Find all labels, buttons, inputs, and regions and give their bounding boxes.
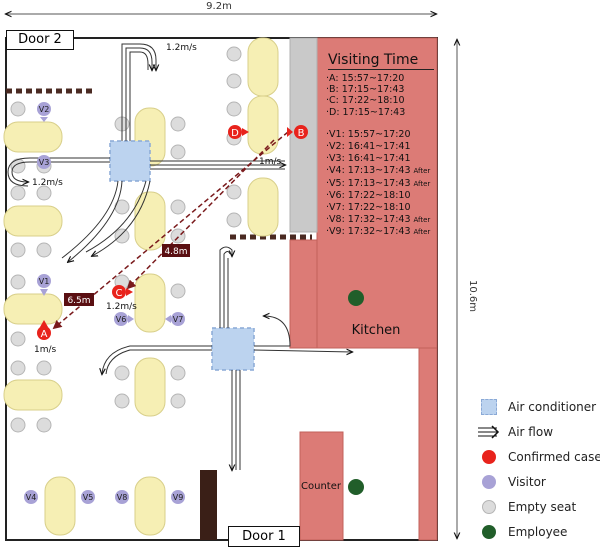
visiting-time-title: Visiting Time <box>328 52 434 70</box>
confirmed-case-d: D <box>228 125 249 139</box>
svg-text:B: B <box>298 128 305 139</box>
legend-visitor: Visitor <box>476 471 546 493</box>
svg-text:C: C <box>116 288 123 299</box>
visitor-v9: V9 <box>171 490 185 504</box>
air-flow-ac1 <box>7 43 285 262</box>
employees <box>348 290 364 495</box>
empty-seats <box>10 46 242 433</box>
employee-counter <box>348 479 364 495</box>
door-2[interactable]: Door 2 <box>6 30 74 50</box>
pillar <box>200 470 217 540</box>
kitchen-label: Kitchen <box>352 323 401 338</box>
visiting-time-a: ·A: 15:57~17:20 <box>326 73 405 84</box>
confirmed-case-icon <box>482 450 496 464</box>
svg-text:1.2m/s: 1.2m/s <box>166 43 197 53</box>
confirmed-case-c: C <box>112 285 133 299</box>
visitor-v2: V2 <box>37 102 51 122</box>
confirmed-case-b: B <box>287 125 308 139</box>
height-dimension: 10.6m <box>457 40 478 538</box>
door-1[interactable]: Door 1 <box>228 526 300 547</box>
svg-text:V9: V9 <box>173 493 184 502</box>
height-label: 10.6m <box>467 280 478 312</box>
legend-air-flow: Air flow <box>476 421 553 443</box>
tables <box>3 37 279 536</box>
svg-text:D: D <box>231 128 239 139</box>
svg-text:V3: V3 <box>39 158 50 167</box>
legend-air-conditioner: Air conditioner <box>476 396 596 418</box>
distance-label-2: 6.5m <box>64 293 94 306</box>
visitor-v3: V3 <box>37 155 51 169</box>
svg-text:V4: V4 <box>26 493 37 502</box>
visitor-v5: V5 <box>81 490 95 504</box>
employee-kitchen <box>348 290 364 306</box>
air-conditioner-1 <box>109 140 151 182</box>
confirmed-case-a: A <box>37 320 51 340</box>
svg-text:1.2m/s: 1.2m/s <box>106 302 137 312</box>
transmission-b-to-c <box>126 139 275 290</box>
confirmed-cases: A B C D <box>37 125 308 340</box>
visiting-time-v2: ·V2: 16:41~17:41 <box>326 141 411 153</box>
svg-text:6.5m: 6.5m <box>67 296 90 306</box>
visiting-time-v1: ·V1: 15:57~17:20 <box>326 128 411 140</box>
air-conditioner-2 <box>211 327 255 371</box>
legend-employee: Employee <box>476 521 567 543</box>
visitor-v8: V8 <box>115 490 129 504</box>
svg-text:V1: V1 <box>39 277 50 286</box>
air-flow-ac2 <box>102 246 352 470</box>
air-flow-icon <box>478 425 500 439</box>
width-label: 9.2m <box>206 1 232 12</box>
svg-text:1m/s: 1m/s <box>259 157 282 167</box>
partitions <box>6 88 312 540</box>
visiting-time-v6: ·V6: 17:22~18:10 <box>326 189 411 201</box>
svg-text:4.8m: 4.8m <box>164 247 187 257</box>
employee-icon <box>482 525 496 539</box>
visitor-v6: V6 <box>114 312 134 326</box>
visitor-v1: V1 <box>37 274 51 296</box>
svg-text:V2: V2 <box>39 105 50 114</box>
svg-text:V7: V7 <box>173 315 184 324</box>
svg-text:1.2m/s: 1.2m/s <box>32 178 63 188</box>
legend-empty-seat: Empty seat <box>476 496 576 518</box>
svg-text:1m/s: 1m/s <box>34 345 57 355</box>
visitor-icon <box>482 475 496 489</box>
air-conditioners <box>109 140 255 371</box>
transmission-lines <box>52 131 289 330</box>
visiting-time-d: ·D: 17:15~17:43 <box>326 106 406 118</box>
svg-text:V8: V8 <box>117 493 128 502</box>
visitor-v4: V4 <box>24 490 38 504</box>
visiting-time-panel: Visiting Time ·A: 15:57~17:20 ·B: 17:15~… <box>326 52 434 239</box>
visiting-time-v7: ·V7: 17:22~18:10 <box>326 202 411 214</box>
visitor-v7: V7 <box>165 312 185 326</box>
visiting-time-c: ·C: 17:22~18:10 <box>326 95 405 107</box>
visitors: V1 V2 V3 V4 V5 V6 V7 <box>24 102 185 504</box>
width-dimension: 9.2m <box>6 1 436 14</box>
counter-label: Counter <box>301 481 342 492</box>
airflow-speed-labels: 1.2m/s 1.2m/s 1m/s 1.2m/s 1m/s <box>32 43 282 355</box>
air-conditioner-icon <box>481 399 497 415</box>
empty-seat-icon <box>482 500 496 514</box>
svg-text:V5: V5 <box>83 493 94 502</box>
visiting-time-v3: ·V3: 16:41~17:41 <box>326 153 411 165</box>
visiting-time-b: ·B: 17:15~17:43 <box>326 84 405 96</box>
kitchen-area: Kitchen <box>289 37 438 541</box>
legend-confirmed-case: Confirmed case <box>476 446 600 468</box>
svg-text:A: A <box>41 329 48 340</box>
counter-area: Counter <box>299 431 344 541</box>
svg-text:V6: V6 <box>116 315 127 324</box>
distance-label-1: 4.8m <box>162 244 190 257</box>
